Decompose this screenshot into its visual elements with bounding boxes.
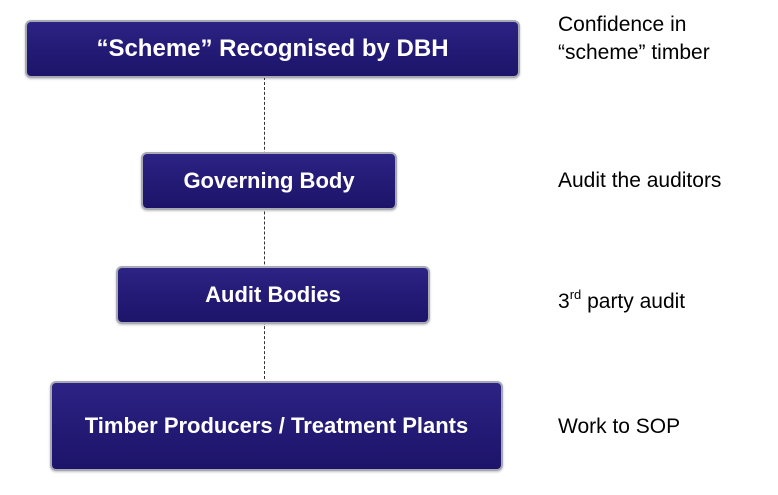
scheme-note: Confidence in “scheme” timber: [558, 13, 710, 65]
audit-note-number: 3: [558, 290, 570, 313]
audit-bodies-box: Audit Bodies: [116, 266, 430, 324]
governing-body-label: Governing Body: [183, 168, 355, 194]
governing-body-note: Audit the auditors: [558, 169, 722, 192]
audit-bodies-note: 3rd party audit: [558, 288, 685, 316]
audit-bodies-label: Audit Bodies: [205, 282, 341, 308]
timber-producers-label: Timber Producers / Treatment Plants: [84, 413, 469, 439]
scheme-box-label: “Scheme” Recognised by DBH: [96, 35, 449, 62]
governing-body-box: Governing Body: [141, 152, 397, 210]
scheme-box: “Scheme” Recognised by DBH: [25, 20, 520, 78]
timber-producers-box: Timber Producers / Treatment Plants: [50, 381, 503, 471]
producers-note: Work to SOP: [558, 415, 681, 438]
audit-note-text: party audit: [581, 290, 686, 313]
dashed-connector-line: [264, 72, 265, 384]
audit-note-ordinal: rd: [569, 287, 582, 302]
